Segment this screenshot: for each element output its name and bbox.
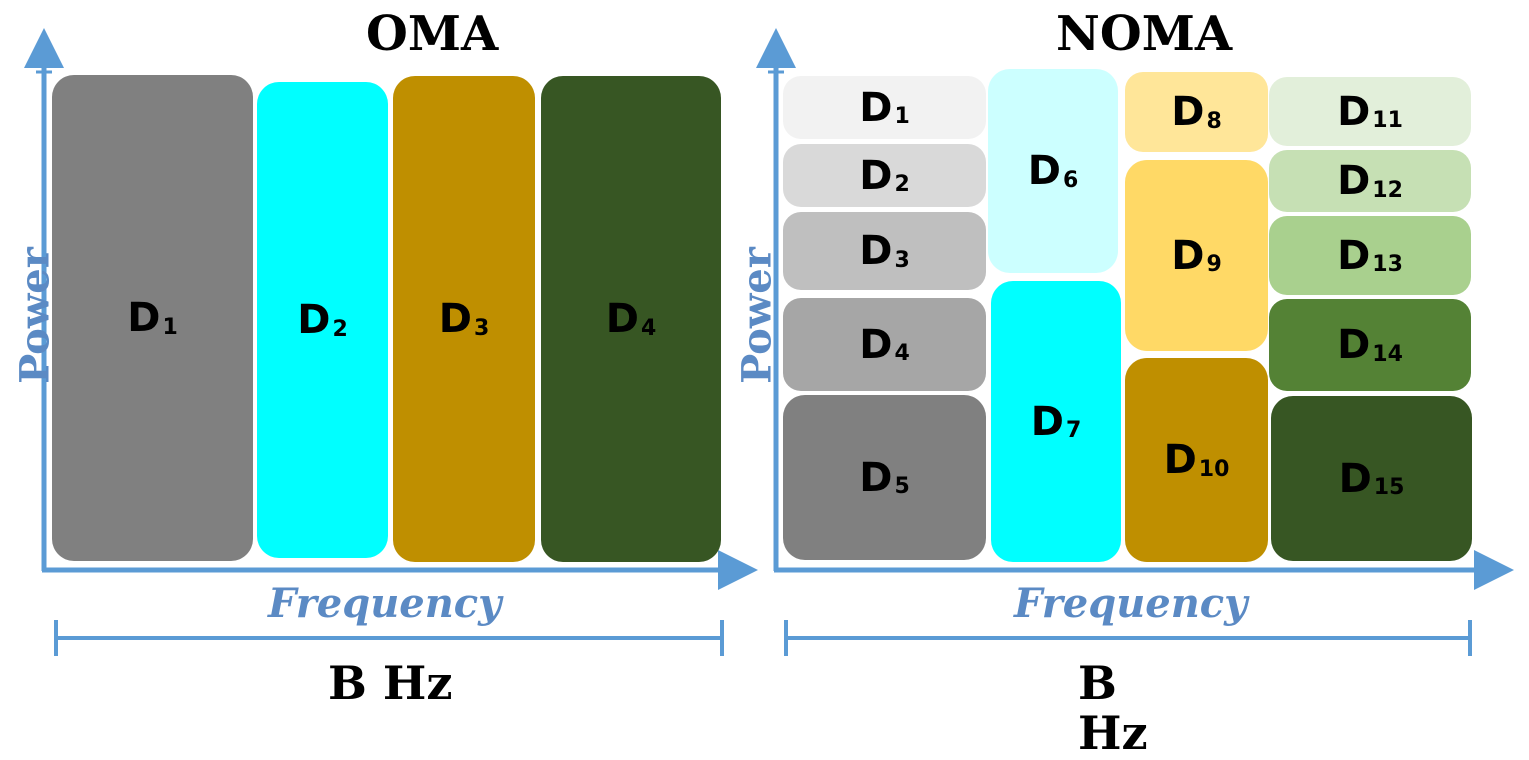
- device-label: D12: [1337, 158, 1403, 204]
- noma-device-block: D5: [783, 395, 986, 560]
- device-label: D3: [859, 228, 910, 274]
- noma-device-block: D13: [1269, 216, 1471, 295]
- axes-layer: [24, 28, 1514, 656]
- noma-axes: [756, 28, 1514, 656]
- noma-bandwidth-bracket: [784, 620, 1472, 656]
- noma-device-block: D7: [991, 281, 1121, 562]
- device-label: D2: [297, 297, 348, 343]
- noma-power-label: Power: [733, 247, 781, 384]
- device-label: D9: [1171, 232, 1222, 279]
- device-label: D7: [1030, 398, 1082, 445]
- oma-axes: [24, 28, 758, 656]
- noma-device-block: D8: [1125, 72, 1268, 152]
- noma-bandwidth-label: B Hz: [1078, 656, 1148, 760]
- device-label: D11: [1337, 88, 1403, 135]
- device-label: D4: [605, 296, 657, 342]
- device-label: D5: [859, 454, 910, 501]
- noma-device-block: D1: [783, 76, 986, 139]
- noma-device-block: D3: [783, 212, 986, 290]
- noma-device-block: D4: [783, 298, 986, 391]
- noma-device-block: D6: [988, 69, 1118, 273]
- oma-bandwidth-label: B Hz: [328, 656, 453, 710]
- device-label: D15: [1338, 455, 1405, 502]
- oma-device-block: D2: [257, 82, 388, 558]
- noma-device-block: D2: [783, 144, 986, 207]
- device-label: D6: [1027, 148, 1079, 194]
- oma-device-block: D4: [541, 76, 721, 562]
- noma-device-block: D12: [1269, 150, 1471, 212]
- oma-title: OMA: [366, 6, 499, 62]
- noma-device-block: D10: [1125, 358, 1268, 562]
- noma-frequency-label: Frequency: [1014, 580, 1248, 627]
- oma-device-block: D1: [52, 75, 253, 561]
- noma-device-block: D11: [1269, 77, 1471, 146]
- device-label: D10: [1163, 437, 1230, 483]
- noma-title: NOMA: [1056, 6, 1233, 62]
- oma-panel: OMA Power Frequency B Hz: [0, 0, 765, 709]
- device-label: D1: [859, 84, 910, 131]
- device-label: D4: [859, 321, 910, 368]
- device-label: D1: [127, 295, 178, 341]
- oma-bandwidth-bracket: [54, 620, 724, 656]
- device-label: D13: [1337, 232, 1403, 279]
- device-label: D14: [1337, 322, 1403, 368]
- noma-device-block: D15: [1271, 396, 1472, 561]
- device-label: D8: [1171, 89, 1222, 135]
- oma-device-block: D3: [393, 76, 535, 562]
- oma-frequency-label: Frequency: [268, 580, 502, 627]
- device-label: D2: [859, 152, 910, 199]
- noma-device-block: D9: [1125, 160, 1268, 351]
- device-label: D3: [438, 296, 490, 342]
- noma-device-block: D14: [1269, 299, 1471, 391]
